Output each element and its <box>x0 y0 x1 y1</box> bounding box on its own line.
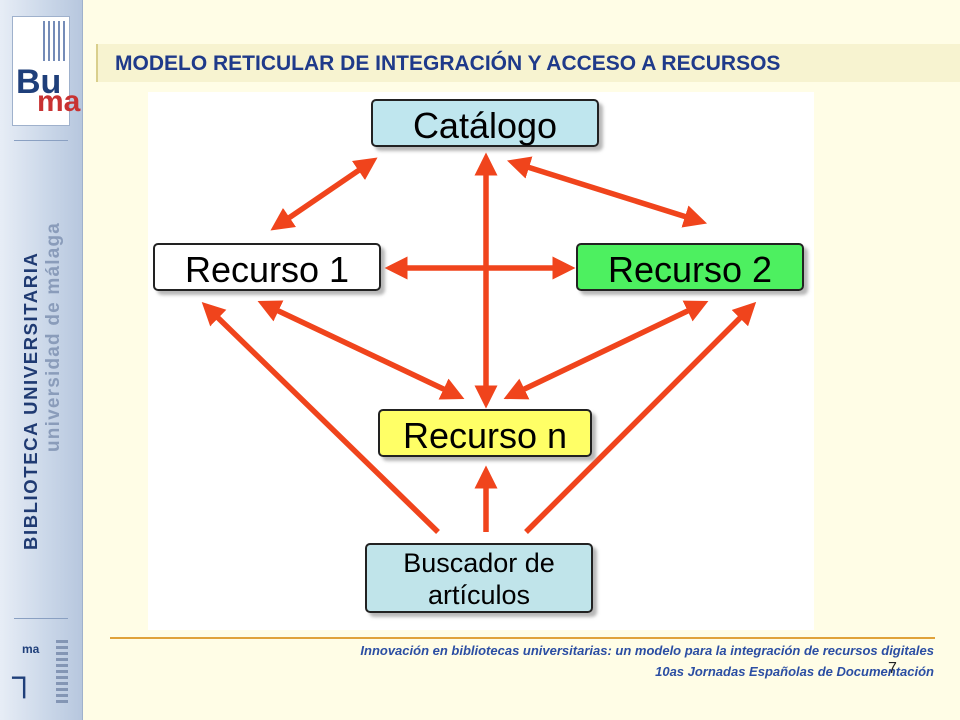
library-logo: Bu ma <box>12 16 80 126</box>
footer-event-name: 10as Jornadas Españolas de Documentación <box>655 664 934 679</box>
arrow-recurso1-recurson <box>257 300 465 400</box>
node-recurso2: Recurso 2 <box>576 243 804 291</box>
sidebar: Bu ma BIBLIOTECA UNIVERSITARIA universid… <box>0 0 83 720</box>
page-number: 7 <box>888 660 897 677</box>
logo-text-lines <box>43 21 65 61</box>
title-bar: MODELO RETICULAR DE INTEGRACIÓN Y ACCESO… <box>96 44 960 82</box>
university-logo-mark: ┐ <box>12 658 37 696</box>
logo-ma-text: ma <box>37 85 81 118</box>
logo-bu-text: Bu <box>16 63 62 101</box>
arrow-buscador-recurso2 <box>524 301 757 534</box>
arrow-catalogo-recurso1 <box>270 157 378 231</box>
node-buscador: Buscador de artículos <box>365 543 593 613</box>
node-recurson: Recurso n <box>378 409 592 457</box>
node-recurso1-label: Recurso 1 <box>185 249 349 290</box>
node-buscador-label-2: artículos <box>428 580 530 610</box>
arrow-recurso2-recurson <box>503 300 709 400</box>
university-name-vertical <box>56 640 68 706</box>
footer-divider <box>110 637 935 639</box>
node-recurso2-label: Recurso 2 <box>608 249 772 290</box>
node-recurson-label: Recurso n <box>403 415 567 456</box>
arrow-buscador-recurso1 <box>201 301 440 534</box>
university-logo: ma ┐ <box>8 640 74 706</box>
diagram: Catálogo Recurso 1 Recurso 2 Recurso n B… <box>148 92 814 630</box>
arrow-catalogo-recurso2 <box>506 156 708 228</box>
node-catalogo-label: Catálogo <box>413 105 557 146</box>
slide-title: MODELO RETICULAR DE INTEGRACIÓN Y ACCESO… <box>115 52 781 75</box>
node-catalogo: Catálogo <box>371 99 599 147</box>
node-recurso1: Recurso 1 <box>153 243 381 291</box>
arrows <box>201 152 757 534</box>
sidebar-divider <box>14 140 68 141</box>
footer-conference-title: Innovación en bibliotecas universitarias… <box>360 643 934 658</box>
university-logo-text: ma <box>22 642 40 656</box>
node-buscador-label-1: Buscador de <box>403 548 555 578</box>
brand-subtitle: universidad de málaga <box>43 221 64 452</box>
diagram-canvas: Catálogo Recurso 1 Recurso 2 Recurso n B… <box>153 99 804 613</box>
sidebar-divider <box>14 618 68 619</box>
